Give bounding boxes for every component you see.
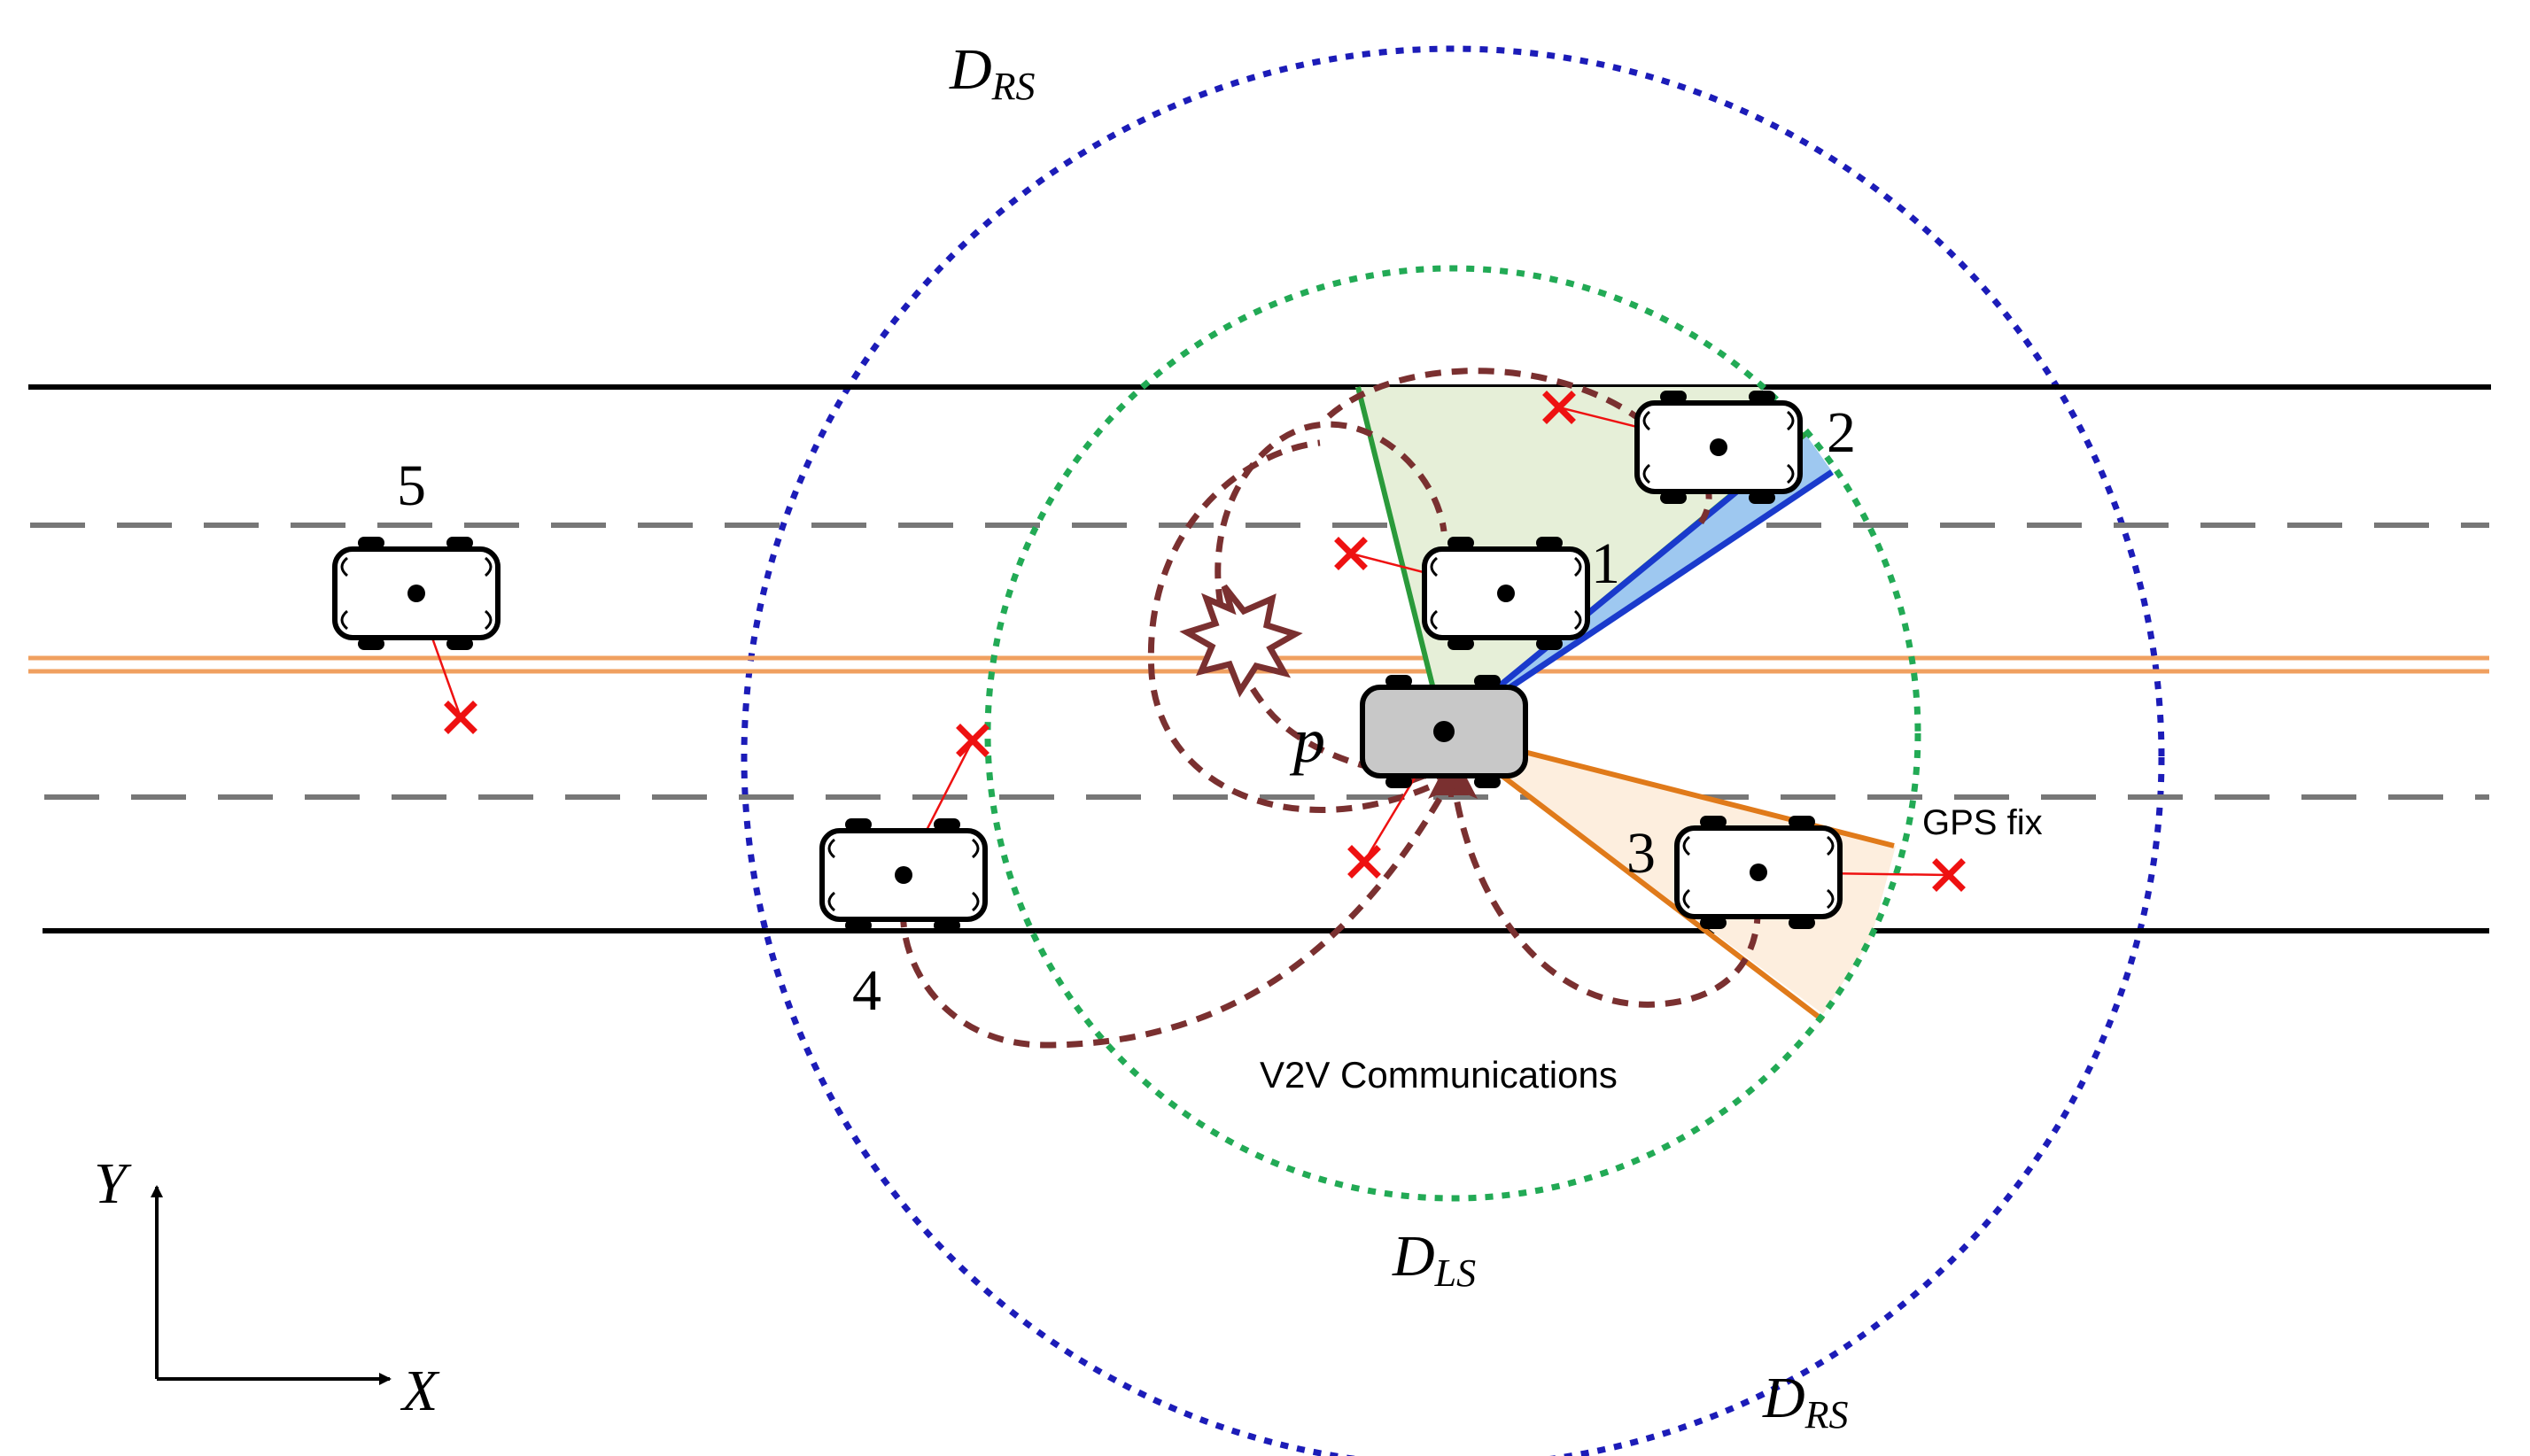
car-icon-vehicle-p	[1360, 675, 1528, 788]
car-icon-vehicle-1	[1424, 537, 1587, 650]
orange-sector-edge-lower	[1442, 729, 1825, 1023]
drs-range-circle	[741, 45, 2165, 1456]
green-sector-edge-left	[1355, 386, 1447, 732]
explosion-icon	[1179, 584, 1303, 698]
axis-y-label: Y	[94, 1151, 132, 1216]
vehicle-1-label: 1	[1591, 531, 1620, 596]
vehicle-p-label: p	[1289, 705, 1325, 776]
car-icon-vehicle-2	[1637, 391, 1800, 504]
vehicle-4-label: 4	[852, 958, 881, 1023]
blue-sector	[1444, 434, 1834, 732]
v2v-communications-label: V2V Communications	[1260, 1054, 1618, 1096]
vehicle-5-label: 5	[397, 453, 426, 518]
vehicle-2-label: 2	[1827, 400, 1856, 465]
car-icon-vehicle-3	[1677, 816, 1840, 929]
axis-x-label: X	[400, 1359, 440, 1423]
dls-range-circle	[984, 265, 1921, 1202]
vehicle-3-label: 3	[1626, 821, 1656, 886]
car-icon-vehicle-4	[822, 818, 985, 932]
orange-sector	[1444, 732, 1896, 1014]
car-icon-vehicle-5	[335, 537, 498, 650]
drs-label-bottom: DRS	[1762, 1366, 1849, 1437]
drs-label-top: DRS	[949, 37, 1036, 108]
gps-error-cross-icons	[444, 391, 1966, 892]
dls-label: DLS	[1392, 1224, 1476, 1295]
gps-fix-label: GPS fix	[1922, 803, 2043, 842]
